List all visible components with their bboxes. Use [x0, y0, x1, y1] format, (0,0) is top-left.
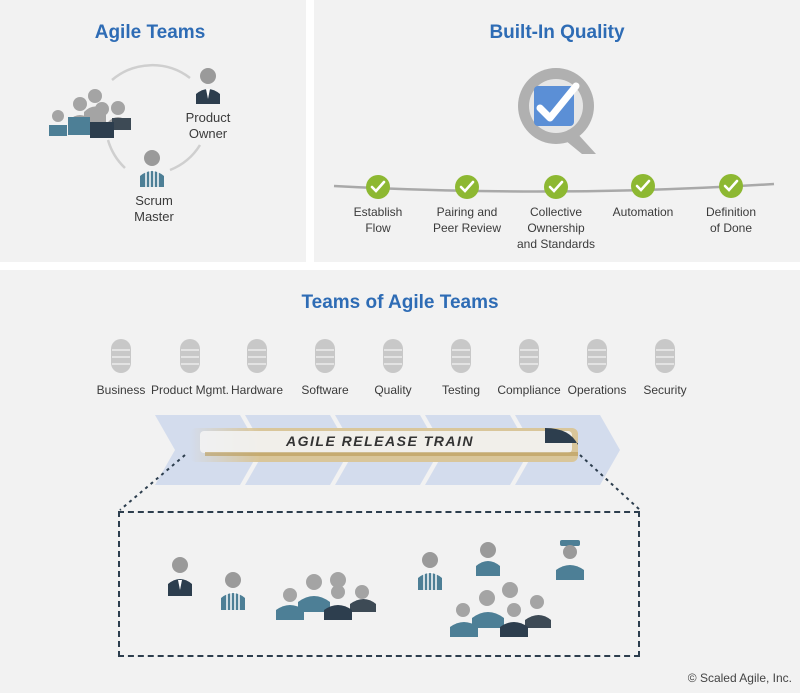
function-person-icon	[451, 339, 471, 373]
system-architect-icon	[418, 552, 442, 590]
function-label: Testing	[441, 383, 481, 397]
teams-of-agile-teams-title: Teams of Agile Teams	[301, 292, 499, 313]
quality-practice-label: Establish Flow	[353, 205, 403, 235]
function-label: Operations	[567, 383, 627, 397]
team-group-icon	[49, 89, 131, 138]
train-label: AGILE RELEASE TRAIN	[286, 433, 474, 449]
check-icon	[455, 175, 479, 199]
check-icon	[719, 174, 743, 198]
copyright-text: © Scaled Agile, Inc.	[687, 671, 792, 685]
function-label: Compliance	[497, 383, 561, 397]
function-label: Product Mgmt.	[150, 383, 230, 397]
function-person-icon	[180, 339, 200, 373]
quality-practice-label: Collective Ownership and Standards	[516, 205, 596, 251]
train-members	[168, 540, 584, 637]
check-icon	[631, 174, 655, 198]
function-person-icon	[111, 339, 131, 373]
scrum-master-label: Scrum Master	[134, 193, 174, 224]
function-label: Business	[96, 383, 146, 397]
release-train-graphic	[119, 415, 641, 511]
quality-logo-icon	[518, 68, 596, 154]
function-label: Security	[643, 383, 687, 397]
product-manager-icon	[476, 542, 500, 576]
team-cycle-diagram	[49, 63, 220, 187]
function-person-icon	[519, 339, 539, 373]
product-owner-icon	[196, 68, 220, 104]
function-label: Quality	[374, 383, 412, 397]
agile-teams-title: Agile Teams	[94, 22, 206, 43]
function-person-icon	[247, 339, 267, 373]
function-person-icon	[383, 339, 403, 373]
function-label: Hardware	[230, 383, 284, 397]
function-label: Software	[301, 383, 349, 397]
quality-practice-label: Automation	[612, 205, 674, 219]
check-icon	[544, 175, 568, 199]
team-group-icon	[276, 572, 376, 620]
function-person-icon	[655, 339, 675, 373]
cycle-arcs	[106, 63, 202, 172]
train-body	[190, 428, 578, 462]
train-team-box	[118, 511, 640, 657]
scrum-master-icon	[140, 150, 164, 187]
check-icon	[366, 175, 390, 199]
built-in-quality-title: Built-In Quality	[489, 22, 625, 43]
team-group-icon	[450, 582, 551, 637]
conductor-icon	[556, 540, 584, 580]
zoom-lines	[119, 454, 641, 511]
quality-practice-label: Pairing and Peer Review	[432, 205, 502, 235]
function-person-icon	[315, 339, 335, 373]
release-train-engineer-icon	[221, 572, 245, 610]
product-owner-label: Product Owner	[185, 110, 231, 141]
business-owner-icon	[168, 557, 192, 596]
function-person-icon	[587, 339, 607, 373]
quality-practice-label: Definition of Done	[705, 205, 757, 235]
